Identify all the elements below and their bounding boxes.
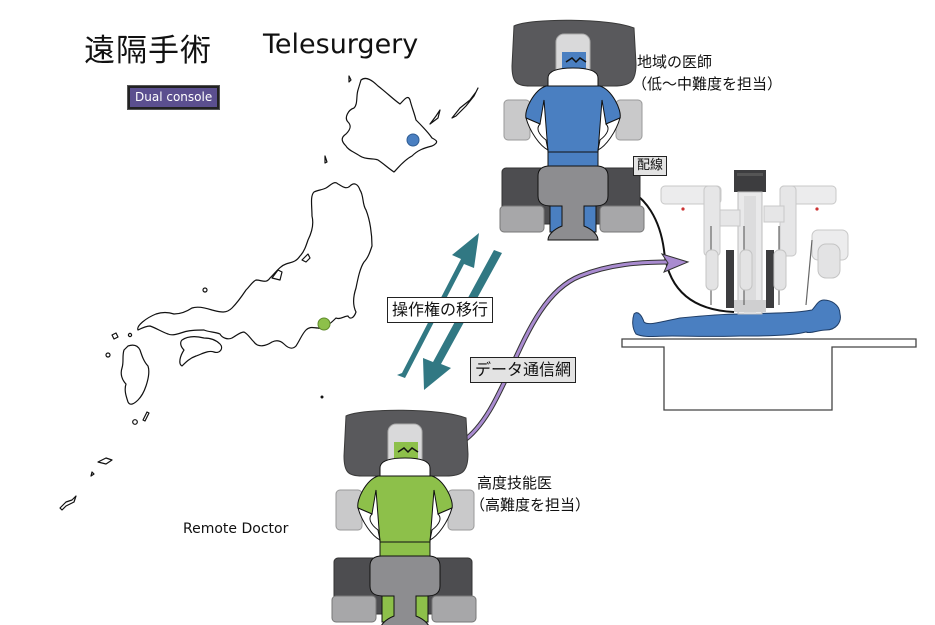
operating-table <box>621 338 917 411</box>
control-transfer-label: 操作権の移行 <box>387 297 494 323</box>
japan-map <box>59 75 479 511</box>
wiring-label: 配線 <box>633 156 668 176</box>
data-network-line <box>460 259 669 445</box>
map-rebun <box>348 75 352 83</box>
map-kyushu <box>120 344 150 405</box>
data-network-line-fill <box>461 260 669 444</box>
local-surgeon-console <box>499 19 645 241</box>
map-shikoku <box>179 336 223 367</box>
map-kuril <box>451 87 479 119</box>
map-okushiri <box>324 155 328 164</box>
map-hokkaido <box>341 77 438 173</box>
map-island <box>111 332 119 340</box>
map-island <box>132 419 138 425</box>
title-english: Telesurgery <box>263 29 419 60</box>
map-sado <box>301 253 311 263</box>
patient-side-cart <box>660 170 849 315</box>
data-network-arrowhead <box>660 253 690 273</box>
remote-doctor-label: Remote Doctor <box>183 521 289 537</box>
expert-doctor-label: 高度技能医 <box>477 474 553 492</box>
map-okinawa <box>59 495 77 511</box>
dual-console-badge: Dual console <box>128 86 220 109</box>
wiring-cable <box>623 187 735 313</box>
hokkaido-location-dot <box>406 133 420 147</box>
map-island <box>90 471 95 477</box>
expert-doctor-role: （高難度を担当） <box>470 496 591 514</box>
map-noto <box>271 269 283 281</box>
map-island <box>127 332 133 338</box>
map-island <box>105 352 111 358</box>
data-network-label: データ通信網 <box>470 357 577 383</box>
map-kuril-2 <box>429 109 441 125</box>
expert-surgeon-console <box>331 409 477 625</box>
local-doctor-role: （低～中難度を担当） <box>632 75 783 93</box>
map-honshu <box>137 182 373 349</box>
patient-silhouette <box>632 299 841 337</box>
map-island <box>97 457 113 465</box>
map-island <box>142 411 150 422</box>
tokyo-location-dot <box>317 317 331 331</box>
map-island <box>320 395 324 399</box>
title-japanese: 遠隔手術 <box>84 33 212 69</box>
map-island <box>202 287 208 293</box>
local-doctor-label: 地域の医師 <box>637 53 713 71</box>
